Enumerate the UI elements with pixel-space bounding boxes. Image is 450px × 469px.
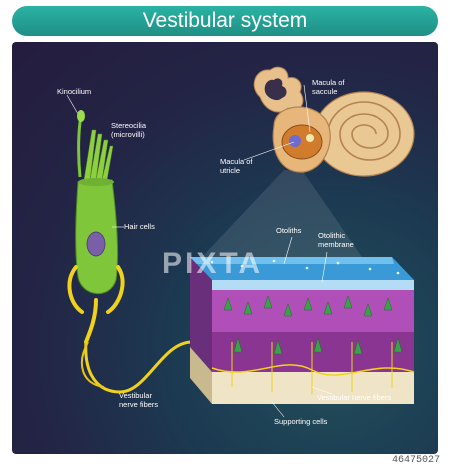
macula-chamber [281, 124, 323, 160]
label-hair-cells: Hair cells [124, 222, 155, 231]
macula-saccule-spot [306, 134, 314, 142]
label-supporting-cells: Supporting cells [274, 417, 328, 426]
illustration-panel: Kinocilium Stereocilia (microvilli) Hair… [12, 42, 438, 454]
membrane-face [212, 280, 414, 290]
hair-cell-illustration [67, 110, 125, 344]
kinocilium-leader [66, 94, 79, 115]
supporting-leader [271, 401, 285, 418]
label-kinocilium: Kinocilium [57, 87, 92, 96]
macula-utricle-spot [289, 135, 301, 147]
nerve-fiber-left [84, 340, 212, 394]
label-macula-utricle: Macula of [220, 157, 253, 166]
kinocilium-shaft [77, 115, 83, 178]
footer-bar: 46475027 [0, 454, 450, 469]
nerve-fiber-branch [80, 341, 105, 388]
cochlea-spiral [327, 101, 401, 161]
title-pill: Vestibular system [12, 6, 438, 36]
watermark: PIXTA [162, 247, 264, 280]
label-stereocilia-sub: (microvilli) [111, 130, 145, 139]
label-macula-utricle-sub: utricle [220, 166, 241, 175]
stock-id: 46475027 [391, 455, 440, 466]
inner-ear-illustration [253, 66, 415, 177]
label-vestibular-nerve-right: Vestibular nerve fibers [317, 393, 392, 402]
label-macula-saccule: Macula of [312, 78, 345, 87]
label-otolithic-membrane-sub: membrane [318, 240, 354, 249]
canal-opening [264, 78, 287, 101]
otoliths-leader [283, 236, 293, 265]
otolith-crystals [210, 259, 400, 275]
label-stereocilia: Stereocilia [111, 121, 147, 130]
stereocilia-bundle [83, 129, 114, 181]
projection-beam [202, 170, 362, 257]
label-otoliths: Otoliths [276, 226, 302, 235]
base-side [190, 347, 212, 404]
saccule-leader [303, 84, 311, 133]
hair-cell-top [78, 178, 114, 186]
label-otolithic-membrane: Otolithic [318, 231, 346, 240]
supporting-layer [212, 332, 414, 372]
label-macula-saccule-sub: saccule [312, 87, 338, 96]
diagram-title: Vestibular system [142, 9, 308, 32]
macula-tissue-block [190, 257, 415, 404]
nerve-endings [67, 265, 125, 344]
label-vestibular-nerve-left-sub: nerve fibers [119, 400, 159, 409]
otolith-layer [190, 257, 394, 264]
block-side [190, 257, 212, 372]
nerve-fiber-roots [231, 342, 393, 394]
membrane-leader [321, 251, 328, 283]
nerve-right-leader [311, 386, 333, 395]
label-vestibular-nerve-left: Vestibular [119, 391, 152, 400]
embedded-hair-cells [223, 295, 403, 355]
illustration-art [66, 66, 415, 418]
title-banner: Vestibular system [0, 0, 450, 40]
hair-cell-nucleus [86, 231, 106, 257]
kinocilium-tip [77, 110, 85, 122]
connective-base [212, 372, 414, 404]
utricle-leader [243, 141, 295, 161]
